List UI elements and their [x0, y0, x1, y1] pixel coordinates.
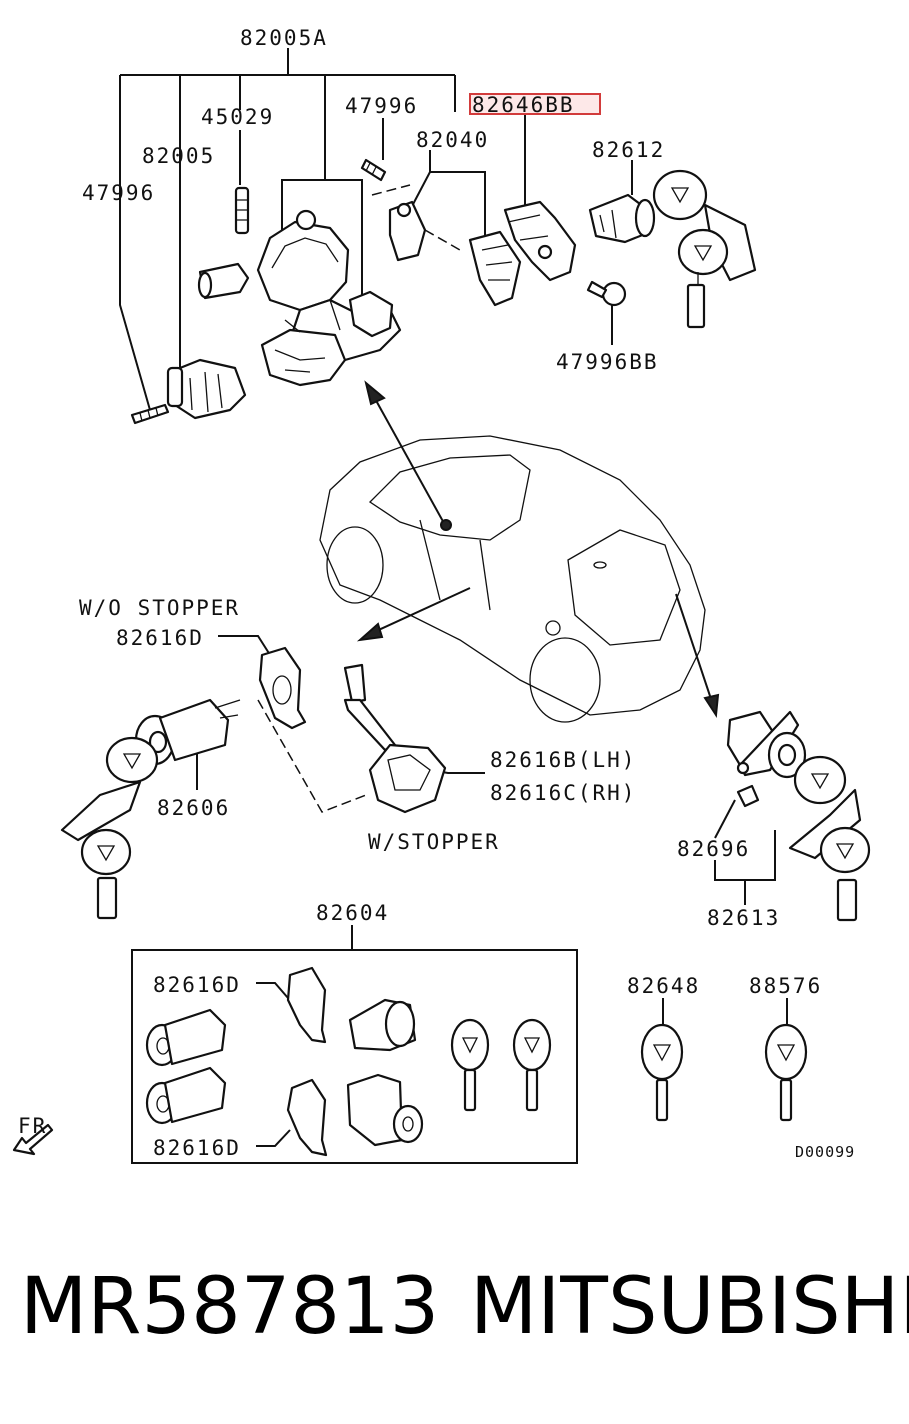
label-47996BB: 47996BB [556, 350, 659, 374]
label-45029: 45029 [201, 105, 274, 129]
leader-lines-top [119, 48, 633, 411]
highlight-82646BB [469, 93, 601, 115]
label-82040: 82040 [416, 128, 489, 152]
screw-47996-top [360, 158, 387, 182]
label-fr: FR [18, 1114, 47, 1138]
key-cylinder-82005 [166, 358, 247, 420]
switch-body-82005A [197, 262, 250, 300]
car-outline [319, 435, 706, 723]
parts-diagram: 82005A 45029 47996 82646BB 82040 82612 8… [12, 26, 871, 1164]
label-82005A: 82005A [240, 26, 328, 50]
bracket-82616BC-w-stopper [343, 663, 447, 814]
label-47996-top: 47996 [345, 94, 418, 118]
direction-arrows [356, 380, 720, 718]
label-82604: 82604 [316, 901, 389, 925]
pin-45029 [234, 186, 250, 235]
label-47996-left: 47996 [82, 181, 155, 205]
leader-lines-left [196, 635, 485, 813]
label-88576: 88576 [749, 974, 822, 998]
ignition-switch-assembly [256, 209, 402, 387]
label-82612: 82612 [592, 138, 665, 162]
label-w-stopper: W/STOPPER [368, 830, 500, 854]
label-82646BB: 82646BB [472, 93, 575, 117]
bracket-82040 [371, 184, 522, 307]
label-82005: 82005 [142, 144, 215, 168]
caption: MR587813 MITSUBISHI [0, 1262, 909, 1382]
label-82696: 82696 [677, 837, 750, 861]
label-wo-stopper: W/O STOPPER [79, 596, 240, 620]
label-82616B: 82616B(LH) [490, 748, 636, 772]
key-set-right [788, 755, 871, 922]
label-82616D-kit-bottom: 82616D [153, 1136, 241, 1160]
key-88576 [764, 998, 808, 1122]
caption-part-number: MR587813 [20, 1262, 440, 1352]
part-labels: 82005A 45029 47996 82646BB 82040 82612 8… [18, 26, 855, 1161]
key-set-top [652, 169, 757, 329]
label-diagram-code: D00099 [795, 1143, 855, 1161]
kit-box-82604 [131, 925, 578, 1164]
label-82606: 82606 [157, 796, 230, 820]
leader-lines-right [714, 799, 776, 905]
bolt-47996BB [586, 280, 627, 307]
label-82613: 82613 [707, 906, 780, 930]
label-82616D-top: 82616D [116, 626, 204, 650]
retainer-82616D-wo-stopper [258, 646, 307, 730]
key-82648 [640, 998, 684, 1122]
lock-cylinder-82612 [588, 193, 656, 244]
label-82616D-kit-top: 82616D [153, 973, 241, 997]
key-set-left [60, 736, 159, 920]
tailgate-lock-82613 [726, 710, 807, 779]
label-82648: 82648 [627, 974, 700, 998]
screw-47996-left [130, 403, 170, 425]
label-82616C: 82616C(RH) [490, 781, 636, 805]
housing-82646BB [503, 200, 577, 282]
caption-maker: MITSUBISHI [470, 1262, 909, 1352]
clip-82696 [736, 784, 760, 808]
front-arrow-icon [12, 1123, 54, 1156]
